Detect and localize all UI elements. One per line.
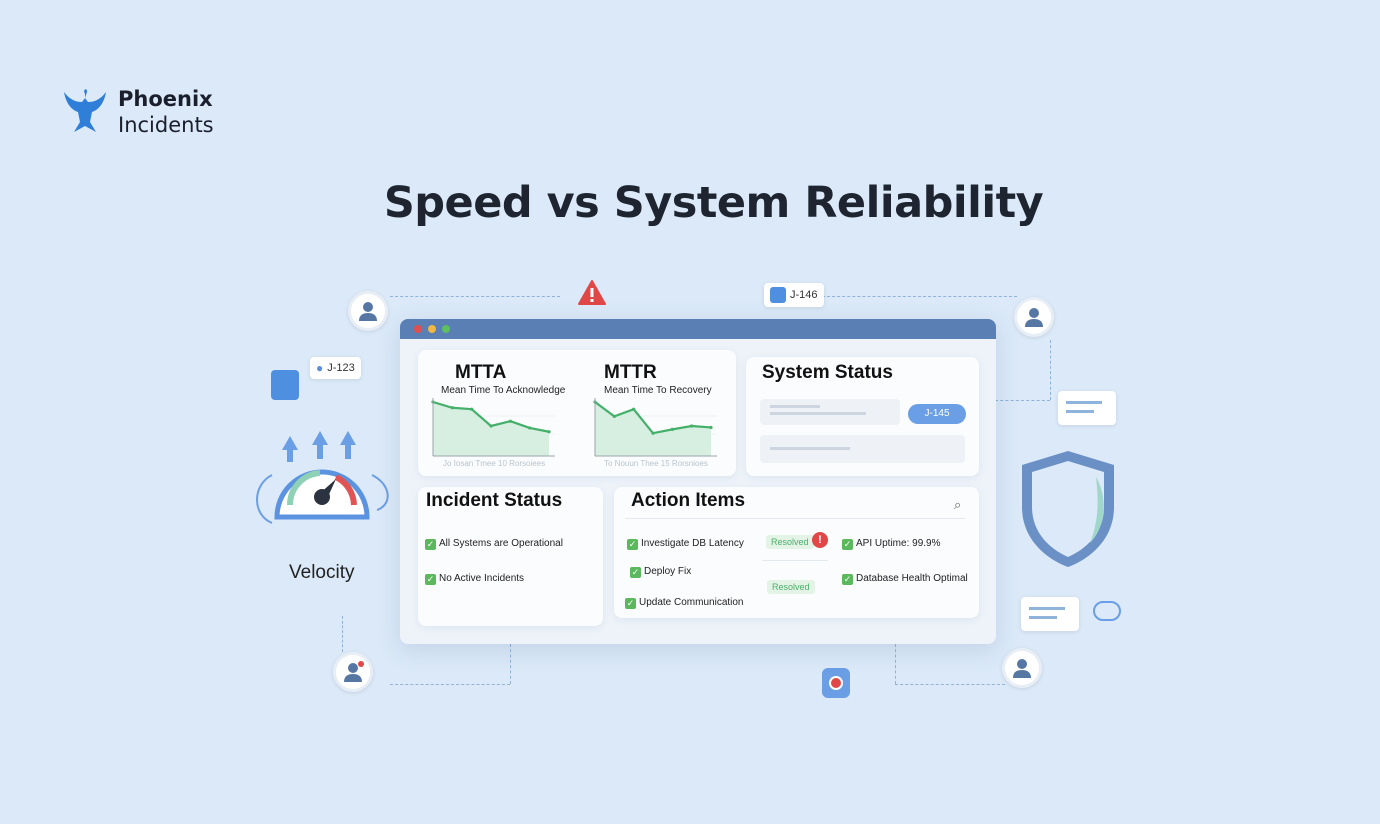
brand-subname: Incidents xyxy=(118,113,214,137)
connector xyxy=(995,400,1050,401)
action-items-card: Action Items ⌕ ✓Investigate DB Latency ✓… xyxy=(614,487,979,618)
check-icon: ✓ xyxy=(842,574,853,585)
check-icon: ✓ xyxy=(425,539,436,550)
chart-point xyxy=(528,426,532,430)
mttr-title: MTTR xyxy=(604,362,657,383)
user-avatar xyxy=(1014,297,1054,337)
incident-item: ✓All Systems are Operational xyxy=(425,538,563,550)
check-icon: ✓ xyxy=(842,539,853,550)
incident-status-card: Incident Status ✓All Systems are Operati… xyxy=(418,487,603,626)
check-icon: ✓ xyxy=(625,598,636,609)
status-row xyxy=(760,399,900,425)
chart-point xyxy=(632,407,636,411)
chat-bubble-icon xyxy=(1021,597,1079,631)
connector xyxy=(342,616,343,652)
divider xyxy=(762,560,828,561)
health-item: ✓Database Health Optimal xyxy=(842,573,968,585)
mttr-subtitle: Mean Time To Recovery xyxy=(604,385,712,396)
close-dot[interactable] xyxy=(414,325,422,333)
metrics-card: MTTA Mean Time To Acknowledge Jo Iosan T… xyxy=(418,350,736,476)
mtta-chart xyxy=(431,398,555,457)
action-item[interactable]: ✓Deploy Fix xyxy=(630,566,692,578)
window-titlebar xyxy=(400,319,996,339)
chart-area xyxy=(433,402,549,456)
chart-point xyxy=(450,406,454,410)
chat-icon xyxy=(1093,601,1121,621)
ticket-id: J-146 xyxy=(790,289,818,301)
mttr-caption: To Nouun Thee 15 Rorsnioes xyxy=(604,459,708,468)
user-avatar xyxy=(1002,648,1042,688)
brand-name: Phoenix xyxy=(118,87,213,111)
check-icon: ✓ xyxy=(627,539,638,550)
resolved-badge: Resolved xyxy=(767,580,815,594)
chart-point xyxy=(612,414,616,418)
chart-point xyxy=(709,425,713,430)
chat-icon xyxy=(271,370,299,400)
connector xyxy=(510,644,511,684)
connector xyxy=(895,684,1005,685)
connector xyxy=(390,684,510,685)
action-item[interactable]: ✓Update Communication xyxy=(625,597,744,609)
user-icon: ● xyxy=(316,361,324,375)
action-item[interactable]: ✓Investigate DB Latency xyxy=(627,538,744,550)
chart-point xyxy=(547,430,551,434)
mtta-title: MTTA xyxy=(455,362,507,383)
ticket-tag: J-146 xyxy=(764,283,824,307)
check-icon: ✓ xyxy=(630,567,641,578)
minimize-dot[interactable] xyxy=(428,325,436,333)
shield-icon xyxy=(1018,447,1118,576)
resolved-badge: Resolved xyxy=(766,535,814,549)
divider xyxy=(625,518,965,519)
status-row xyxy=(760,435,965,463)
chart-point xyxy=(508,419,512,423)
notification-icon xyxy=(822,668,850,698)
connector xyxy=(822,296,1017,297)
velocity-label: Velocity xyxy=(289,562,355,583)
user-avatar xyxy=(348,291,388,331)
incident-item: ✓No Active Incidents xyxy=(425,573,525,585)
exclamation-icon: ! xyxy=(812,532,828,548)
chart-point xyxy=(489,424,493,428)
mttr-chart xyxy=(593,398,717,457)
mtta-subtitle: Mean Time To Acknowledge xyxy=(441,385,566,396)
maximize-dot[interactable] xyxy=(442,325,450,333)
phoenix-logo-icon xyxy=(62,86,108,141)
system-status-title: System Status xyxy=(762,362,893,383)
chat-bubble-icon xyxy=(1058,391,1116,425)
connector xyxy=(895,644,896,684)
speedometer-icon xyxy=(252,415,392,530)
mtta-caption: Jo Iosan Tmee 10 Rorsoiees xyxy=(443,459,546,468)
search-icon[interactable]: ⌕ xyxy=(954,497,962,512)
page-title: Speed vs System Reliability xyxy=(383,178,1044,228)
ticket-icon xyxy=(770,287,786,303)
connector xyxy=(390,296,560,297)
health-item: ✓API Uptime: 99.9% xyxy=(842,538,941,550)
user-avatar xyxy=(333,652,373,692)
check-icon: ✓ xyxy=(425,574,436,585)
chart-point xyxy=(470,407,474,411)
ticket-badge[interactable]: J-145 xyxy=(908,404,966,424)
chart-point xyxy=(690,424,694,428)
chart-point xyxy=(651,431,655,435)
system-status-card: System Status J-145 xyxy=(746,357,979,476)
chart-point xyxy=(670,427,674,431)
ticket-tag: ● J-123 xyxy=(310,357,361,379)
action-items-title: Action Items xyxy=(631,490,746,511)
ticket-id: J-123 xyxy=(327,362,355,374)
connector xyxy=(1050,340,1051,400)
chart-area xyxy=(595,402,711,456)
alert-icon xyxy=(578,280,606,311)
incident-status-title: Incident Status xyxy=(426,490,563,511)
